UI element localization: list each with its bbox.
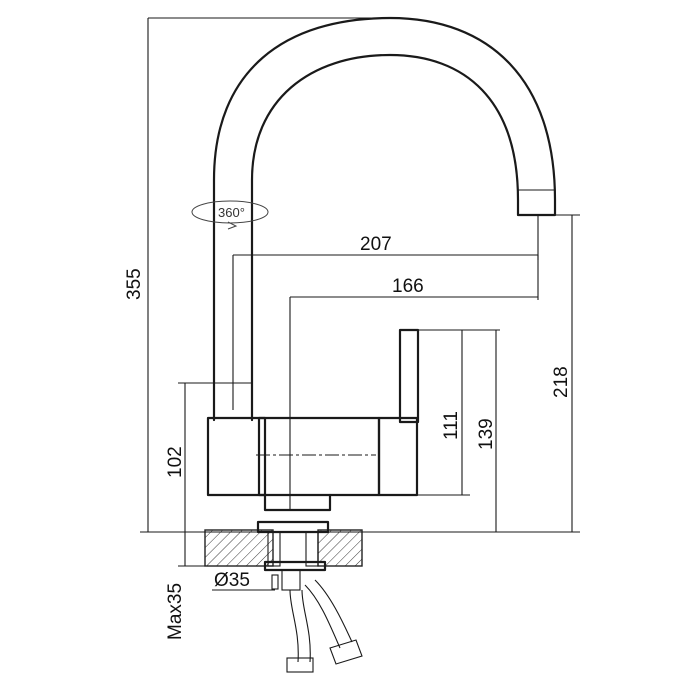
countertop-section [204,529,363,567]
dim-reach-inner-label: 166 [392,276,424,297]
dim-reach-outer-label: 207 [360,234,392,255]
dim-handle-height-label: 111 [441,411,462,440]
rotation-indicator: 360° [191,200,269,230]
dim-spout-height-label: 218 [551,366,572,398]
dim-reach-outer: 207 [232,215,539,410]
dim-total-height-label: 355 [124,268,145,300]
dim-handle-height: 111 [417,330,470,496]
faucet-body [206,416,419,512]
lever-handle [398,328,465,424]
supply-hoses [286,579,363,673]
dim-handle-top: 139 [418,329,500,532]
dim-mount-thickness: Max35 [165,532,205,640]
dim-hole-diameter: Ø35 [212,570,275,591]
spout [212,16,557,422]
dim-total-height: 355 [124,17,395,533]
dim-mount-thickness-label: Max35 [165,583,186,640]
dim-body-height: 102 [165,382,214,532]
dim-reach-inner: 166 [289,255,539,510]
dim-body-height-label: 102 [165,446,186,478]
rotation-label: 360° [218,205,245,220]
dim-spout-height: 218 [551,214,580,532]
dim-handle-top-label: 139 [476,418,497,450]
dim-hole-diameter-label: Ø35 [214,570,250,591]
